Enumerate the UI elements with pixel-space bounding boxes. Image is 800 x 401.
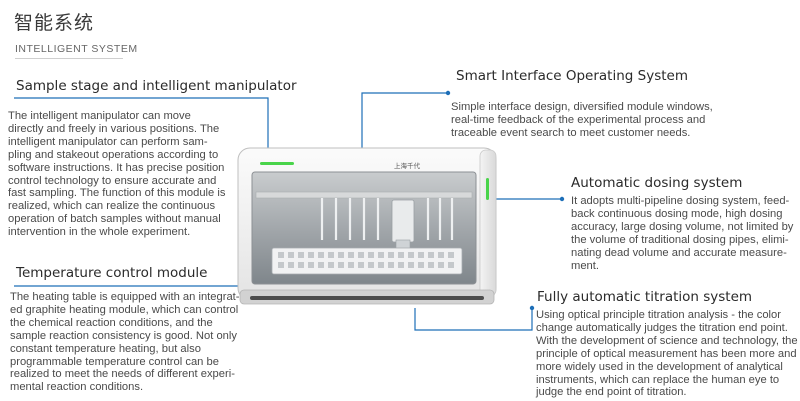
section-title-cn: 智能系统 <box>14 12 95 34</box>
connector-dot-interface-os <box>445 90 451 96</box>
top-status-light <box>260 162 294 165</box>
feature-title-temperature: Temperature control module <box>16 265 208 281</box>
feature-title-sample-stage: Sample stage and intelligent manipulator <box>16 78 297 94</box>
feature-title-titration: Fully automatic titration system <box>537 289 753 305</box>
feature-desc-sample-stage: The intelligent manipulator can move dir… <box>8 110 226 239</box>
connector-sample-stage <box>14 97 269 150</box>
heating-table <box>271 247 463 275</box>
feature-desc-dosing: It adopts multi-pipeline dosing system, … <box>571 195 794 272</box>
machine-foot-bar <box>250 296 484 300</box>
feature-title-interface-os: Smart Interface Operating System <box>456 68 688 84</box>
dosing-pipes <box>320 198 454 240</box>
connector-titration <box>414 308 533 331</box>
feature-desc-temperature: The heating table is equipped with an in… <box>10 291 240 394</box>
sample-rack-wells <box>278 252 454 268</box>
gantry-rail <box>255 191 473 199</box>
connector-dot-dosing <box>559 196 565 202</box>
machine-side-panel <box>479 149 497 297</box>
machine-brand-label: 上海千代 <box>394 161 421 170</box>
manipulator-head <box>391 199 415 243</box>
feature-desc-interface-os: Simple interface design, diversified mod… <box>451 101 713 139</box>
connector-interface-os <box>361 92 448 150</box>
header-divider <box>15 58 123 59</box>
feature-desc-titration: Using optical principle titration analys… <box>536 309 798 399</box>
connector-dot-titration <box>529 305 535 311</box>
side-status-light <box>486 178 489 200</box>
feature-title-dosing: Automatic dosing system <box>571 175 743 191</box>
section-title-en: INTELLIGENT SYSTEM <box>15 43 138 55</box>
titrator-machine-illustration: 上海千代 <box>237 147 497 305</box>
